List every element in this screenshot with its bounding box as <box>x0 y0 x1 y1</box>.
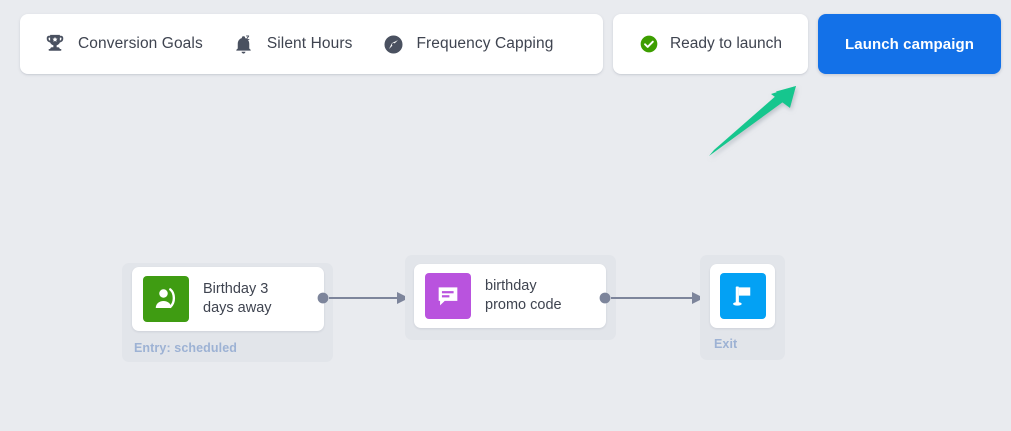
status-badge: Ready to launch <box>669 35 783 52</box>
launch-status-card: Ready to launch <box>613 14 808 74</box>
flow-group-label-exit: Exit <box>714 337 738 351</box>
flow-node-exit[interactable] <box>710 264 775 328</box>
flow-group-label-entry: Entry: scheduled <box>134 341 238 355</box>
trophy-icon <box>42 31 68 57</box>
campaign-flow-canvas: Birthday 3 days away Entry: scheduled bi… <box>0 245 1011 380</box>
flow-node-title: Birthday 3 days away <box>203 281 272 316</box>
toolbar-item-label: Frequency Capping <box>416 35 554 52</box>
toolbar-item-label: Silent Hours <box>266 35 353 52</box>
speedometer-icon <box>380 31 406 57</box>
check-circle-icon <box>639 34 659 54</box>
campaign-toolbar: Conversion Goals z Silent Hours Frequ <box>0 14 1011 74</box>
flow-node-title: birthday promo code <box>485 278 562 313</box>
launch-campaign-button[interactable]: Launch campaign <box>818 14 1001 74</box>
message-bubble-icon <box>425 273 471 319</box>
flow-node-message[interactable]: birthday promo code <box>414 264 606 328</box>
toolbar-item-frequency-capping[interactable]: Frequency Capping <box>366 14 567 74</box>
flag-icon <box>719 273 766 319</box>
pointer-arrow-icon <box>709 86 796 156</box>
bell-sleep-icon: z <box>231 31 257 57</box>
audience-icon <box>143 276 189 322</box>
flow-node-entry[interactable]: Birthday 3 days away <box>132 267 324 331</box>
toolbar-item-conversion-goals[interactable]: Conversion Goals <box>28 14 217 74</box>
toolbar-item-label: Conversion Goals <box>78 35 203 52</box>
toolbar-item-silent-hours[interactable]: z Silent Hours <box>217 14 367 74</box>
campaign-settings-card: Conversion Goals z Silent Hours Frequ <box>20 14 603 74</box>
svg-text:z: z <box>246 33 250 42</box>
